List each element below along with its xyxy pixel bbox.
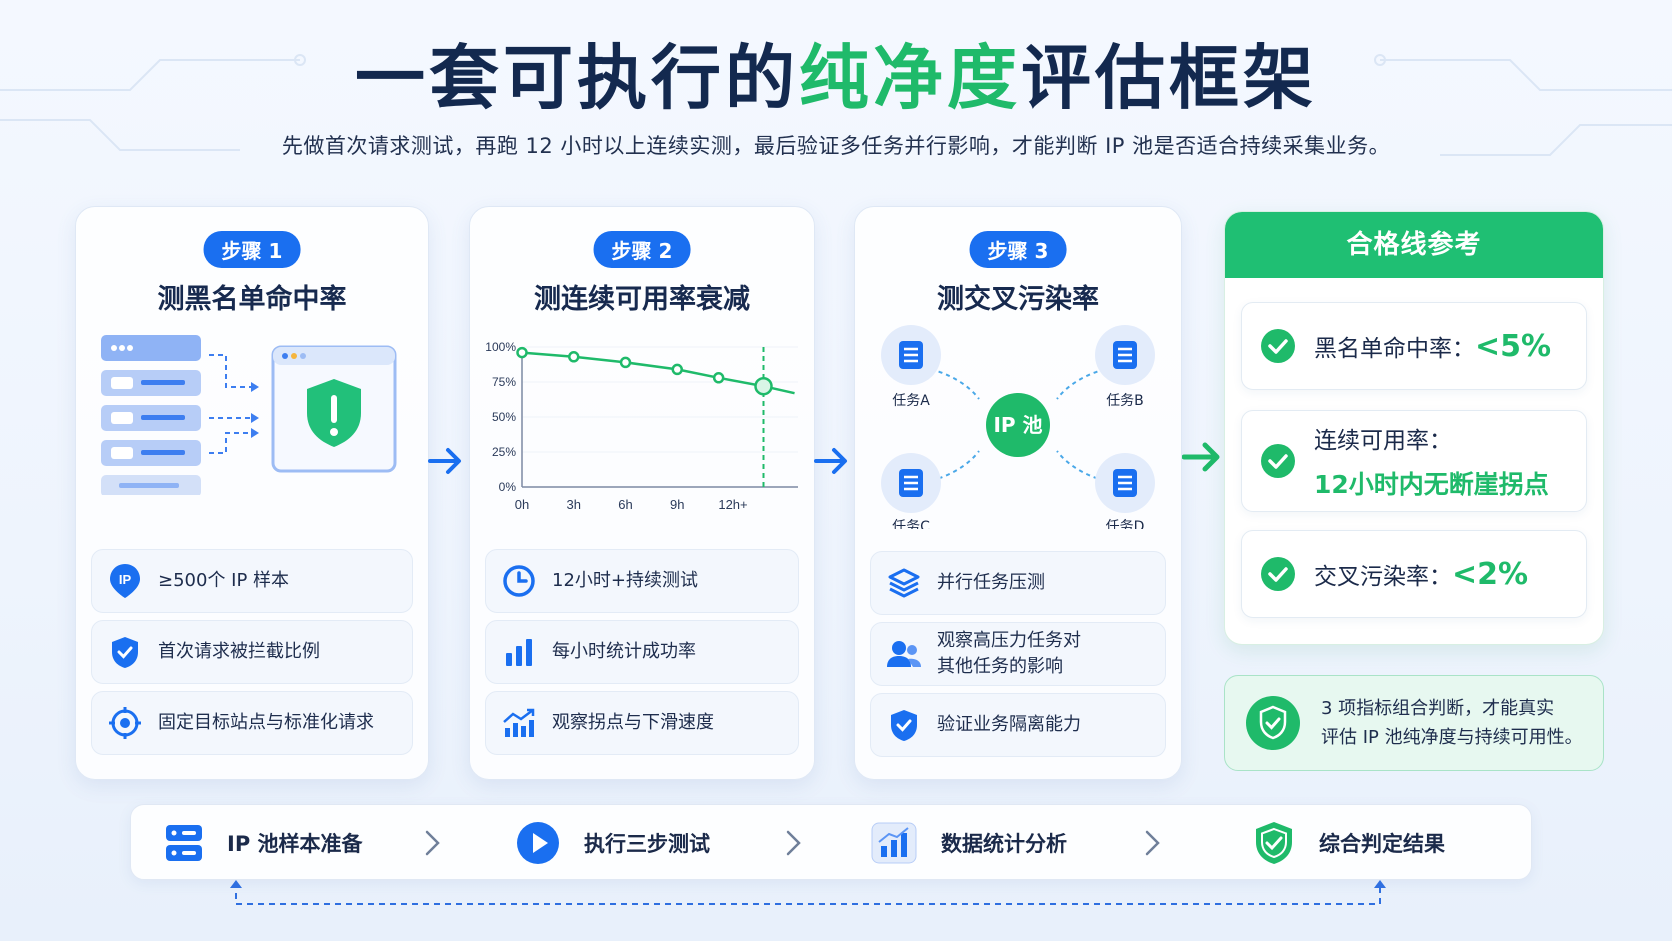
check-circle-icon	[1261, 329, 1295, 363]
check-circle-icon	[1261, 444, 1295, 478]
y-tick-label: 25%	[492, 445, 516, 459]
criteria-title: 合格线参考	[1225, 212, 1603, 278]
process-flow-bar: IP 池样本准备 执行三步测试 数据统计分析 综合判定结果	[130, 804, 1532, 880]
analytics-icon	[871, 822, 917, 864]
step-badge: 步骤 1	[203, 231, 301, 268]
data-point	[516, 346, 528, 359]
y-tick-label: 100%	[485, 340, 516, 354]
shield-check-icon	[891, 710, 917, 741]
x-tick-label: 0h	[515, 497, 529, 512]
data-point	[712, 372, 725, 384]
chevron-right-icon	[1145, 830, 1160, 856]
step-2-card: 步骤 2 测连续可用率衰减 100% 75% 50% 25% 0% 0h 3h 6h 9h 12h…	[469, 206, 815, 780]
step-item: 12小时+持续测试	[485, 549, 799, 613]
step-title: 测连续可用率衰减	[534, 284, 750, 315]
target-icon	[109, 707, 141, 739]
ip-pool-label: IP 池	[993, 413, 1042, 437]
users-icon	[887, 641, 921, 667]
clock-icon	[503, 565, 535, 597]
step-badge: 步骤 2	[593, 231, 691, 268]
data-point-highlight	[754, 376, 773, 396]
bar-chart-icon	[506, 639, 532, 666]
data-point	[619, 356, 632, 369]
page-title: 一套可执行的纯净度评估框架	[355, 37, 1317, 119]
task-node: 任务A	[881, 325, 941, 409]
task-node: 任务D	[1095, 453, 1155, 529]
task-label: 任务B	[1106, 393, 1144, 409]
svg-text:IP: IP	[119, 572, 132, 587]
data-point	[671, 363, 683, 376]
x-tick-label: 12h+	[718, 497, 747, 512]
step-item: 观察拐点与下滑速度	[485, 691, 799, 755]
step-item: 并行任务压测	[870, 551, 1166, 615]
task-label: 任务C	[892, 519, 930, 529]
series-line	[521, 351, 795, 395]
shield-check-icon	[112, 637, 138, 668]
step-item: 验证业务隔离能力	[870, 693, 1166, 757]
ip-location-icon: IP	[110, 564, 140, 598]
blacklist-illustration	[101, 335, 397, 495]
flow-step: IP 池样本准备	[165, 805, 363, 881]
step-title: 测交叉污染率	[937, 284, 1099, 315]
step-badge: 步骤 3	[969, 231, 1067, 268]
step-item: 首次请求被拦截比例	[91, 620, 413, 684]
play-icon	[517, 822, 559, 864]
step-item: 固定目标站点与标准化请求	[91, 691, 413, 755]
cross-contamination-diagram: IP 池 任务A 任务B 任务C 任务D	[881, 325, 1155, 529]
availability-decay-chart: 100% 75% 50% 25% 0% 0h 3h 6h 9h 12h+	[485, 340, 798, 512]
flow-step: 数据统计分析	[871, 805, 1067, 881]
trend-chart-icon	[503, 708, 535, 737]
y-tick-label: 75%	[492, 375, 516, 389]
y-tick-label: 50%	[492, 410, 516, 424]
task-label: 任务D	[1106, 519, 1145, 529]
page-subtitle: 先做首次请求测试，再跑 12 小时以上连续实测，最后验证多任务并行影响，才能判断…	[281, 134, 1391, 158]
step-1-card: 步骤 1 测黑名单命中率	[75, 206, 429, 780]
criteria-item: 交叉污染率：<2%	[1241, 530, 1587, 618]
x-tick-label: 9h	[670, 497, 684, 512]
step-item: IP ≥500个 IP 样本	[91, 549, 413, 613]
task-node: 任务B	[1095, 325, 1155, 409]
chevron-right-icon	[425, 830, 440, 856]
flow-step: 综合判定结果	[1253, 805, 1445, 881]
chevron-right-icon	[786, 830, 801, 856]
arrow-right-icon	[814, 448, 847, 474]
step-3-card: 步骤 3 测交叉污染率 IP 池 任务A 任务B 任务C	[854, 206, 1182, 780]
criteria-panel: 合格线参考 黑名单命中率：<5% 连续可用率： 12小时内无断崖拐点 交叉污染率…	[1224, 211, 1604, 645]
layers-icon	[888, 568, 920, 598]
y-tick-label: 0%	[499, 480, 517, 494]
criteria-item: 黑名单命中率：<5%	[1241, 302, 1587, 390]
x-tick-label: 6h	[618, 497, 632, 512]
ip-list-rows	[101, 335, 201, 495]
step-title: 测黑名单命中率	[157, 284, 347, 315]
data-point	[568, 351, 580, 363]
browser-window	[271, 345, 397, 473]
step-item: 每小时统计成功率	[485, 620, 799, 684]
shield-check-icon	[1256, 822, 1292, 864]
flow-step: 执行三步测试	[516, 805, 710, 881]
server-icon	[166, 825, 202, 861]
arrow-right-icon	[1182, 442, 1220, 472]
check-circle-icon	[1261, 557, 1295, 591]
criteria-note: 3 项指标组合判断，才能真实 评估 IP 池纯净度与持续可用性。	[1224, 675, 1604, 771]
x-tick-label: 3h	[567, 497, 581, 512]
shield-check-icon	[1246, 696, 1300, 750]
task-label: 任务A	[892, 393, 930, 409]
loop-back-connector	[230, 880, 1386, 905]
task-node: 任务C	[881, 453, 941, 529]
arrow-right-icon	[428, 448, 461, 474]
criteria-item: 连续可用率： 12小时内无断崖拐点	[1241, 410, 1587, 512]
step-item: 观察高压力任务对 其他任务的影响	[870, 622, 1166, 686]
